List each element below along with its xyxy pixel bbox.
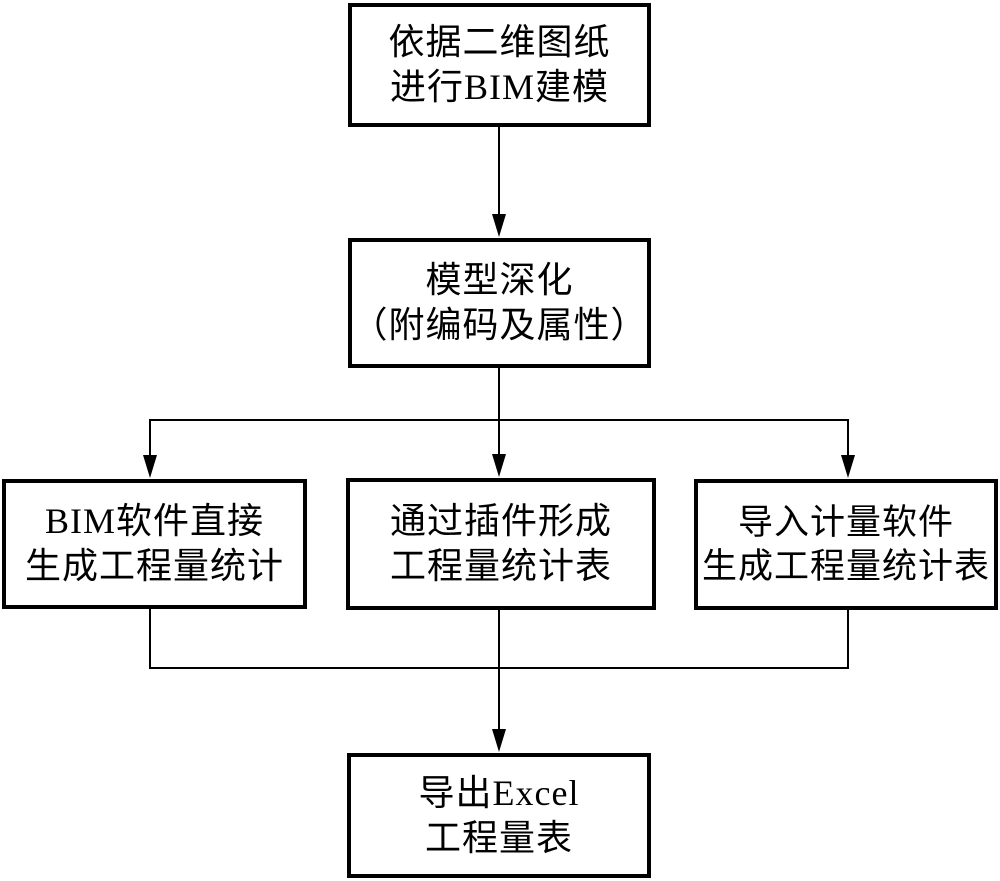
node-bim-modeling-line2: 进行BIM建模 [389, 67, 609, 107]
node-bim-modeling: 依据二维图纸 进行BIM建模 [348, 3, 651, 127]
node-bim-direct-stats-line2: 生成工程量统计 [24, 546, 284, 586]
edge-modeling-to-deepening-arrowhead [492, 214, 506, 237]
node-import-measure-software-line1: 导入计量软件 [737, 503, 954, 543]
edge-branch-to-right-arrowhead [841, 455, 855, 478]
node-plugin-stats-table-line1: 通过插件形成 [389, 501, 612, 542]
node-import-measure-software-line2: 生成工程量统计表 [701, 546, 990, 586]
node-bim-modeling-line1: 依据二维图纸 [388, 22, 611, 63]
node-plugin-stats-table-line2: 工程量统计表 [389, 546, 612, 586]
node-export-excel: 导出Excel 工程量表 [347, 753, 651, 878]
edge-branch-to-middle-arrowhead [492, 454, 506, 477]
node-import-measure-software: 导入计量软件 生成工程量统计表 [694, 479, 998, 610]
node-model-deepening-line2: （附编码及属性） [351, 305, 648, 345]
node-model-deepening: 模型深化 （附编码及属性） [348, 238, 651, 368]
node-plugin-stats-table: 通过插件形成 工程量统计表 [346, 478, 656, 610]
node-export-excel-line1: 导出Excel [418, 772, 580, 813]
edge-merge-to-export-arrowhead [492, 729, 506, 752]
node-bim-direct-stats: BIM软件直接 生成工程量统计 [2, 479, 307, 609]
node-export-excel-line2: 工程量表 [424, 817, 573, 858]
edge-branch-to-left-arrowhead [143, 455, 157, 478]
node-bim-direct-stats-line1: BIM软件直接 [44, 501, 264, 542]
node-model-deepening-line1: 模型深化 [425, 260, 574, 301]
